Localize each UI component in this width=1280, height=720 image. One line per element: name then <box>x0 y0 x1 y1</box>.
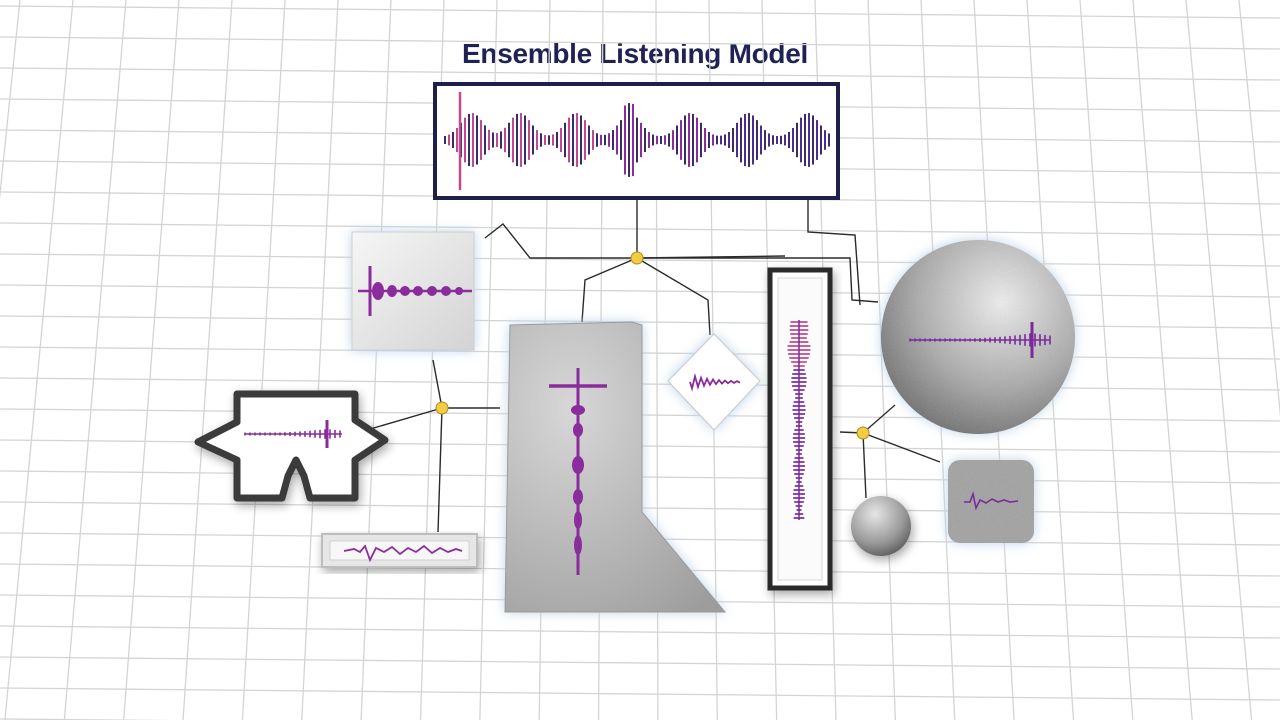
connector-line <box>636 257 711 336</box>
waveform-blob <box>574 535 582 555</box>
waveform-blob <box>413 286 423 296</box>
grid-line <box>0 284 1280 298</box>
connector-line <box>359 407 443 433</box>
connector-line <box>862 404 896 434</box>
junctions <box>435 251 870 440</box>
main-waveform <box>444 92 830 190</box>
connector-line <box>807 197 861 306</box>
thin-strip-waveform <box>343 544 463 563</box>
tall-slab-waveform <box>549 368 607 575</box>
grid-line <box>123 0 180 720</box>
large-sphere-waveform <box>909 322 1051 358</box>
grid-line <box>1079 0 1134 720</box>
bracket-frame <box>194 390 389 502</box>
grid-line <box>0 687 1280 701</box>
junction-dot <box>630 251 644 265</box>
junction-dot <box>856 426 870 440</box>
grid-line <box>0 0 21 200</box>
connector-line <box>862 432 941 463</box>
waveform-blob <box>573 423 583 437</box>
connector-line <box>637 257 879 303</box>
waveform-blob <box>573 489 583 505</box>
diamond-waveform <box>689 372 741 392</box>
grid-line <box>0 222 1280 236</box>
grid-line <box>241 0 286 720</box>
waveform-blob <box>574 511 582 529</box>
grid-line <box>301 0 339 720</box>
waveform-blob <box>400 286 410 296</box>
connector-line <box>484 223 637 259</box>
waveform-blob <box>441 286 451 296</box>
waveform-blob <box>572 456 584 474</box>
grid-line <box>0 5 1280 19</box>
grid-line <box>360 0 392 720</box>
waveform-line <box>964 491 1019 511</box>
grid-line <box>1185 0 1253 720</box>
square-panel-waveform <box>358 266 472 316</box>
connector-line <box>437 407 443 533</box>
waveform-blob <box>372 282 384 300</box>
grid-line <box>0 36 1280 50</box>
waveform-line <box>343 544 463 563</box>
tall-gray-slab <box>504 321 727 613</box>
main-waveform-panel <box>433 82 840 200</box>
connector-lines <box>359 197 941 533</box>
connector-line <box>862 432 867 499</box>
grid-line <box>4 0 74 720</box>
connector-line <box>432 359 443 409</box>
waveform-blob <box>387 285 397 297</box>
grid-line <box>867 0 897 720</box>
small-sphere <box>851 496 911 556</box>
grid-line <box>1132 0 1193 720</box>
textured-square <box>948 460 1034 543</box>
waveform-blob <box>427 286 437 296</box>
waveform-line <box>689 372 741 392</box>
grid-line <box>63 0 127 720</box>
waveform-blob <box>571 405 585 415</box>
junction-dot <box>435 401 449 415</box>
grid-line <box>1238 0 1280 418</box>
grid-line <box>0 656 1280 670</box>
grid-line <box>0 625 1280 639</box>
large-sphere <box>881 240 1075 434</box>
textured-square-waveform <box>964 491 1019 511</box>
grid-line <box>0 67 1280 81</box>
connector-line <box>581 257 638 323</box>
bracket-waveform <box>244 420 342 448</box>
tall-column <box>767 267 833 591</box>
tall-column-waveform <box>787 320 811 520</box>
grid-line <box>182 0 233 720</box>
waveform-blob <box>455 287 463 295</box>
